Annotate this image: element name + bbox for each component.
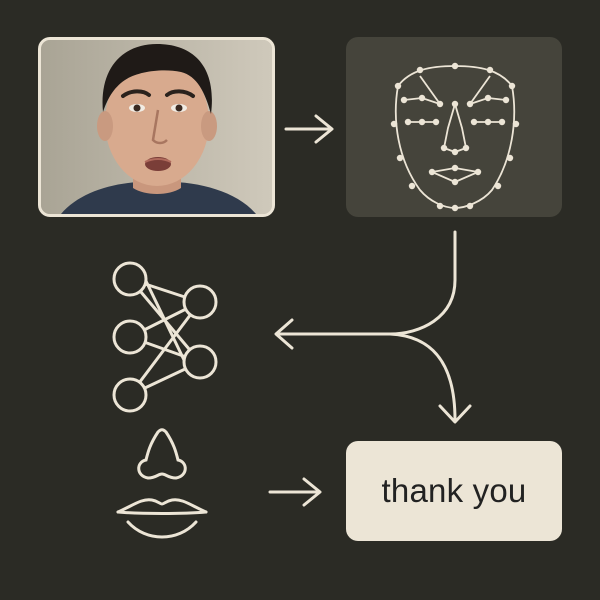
input-video-frame <box>38 37 275 217</box>
split-arrow <box>274 230 472 424</box>
output-text-box: thank you <box>346 441 562 541</box>
lips-icon <box>116 498 208 539</box>
nose-icon <box>137 428 187 480</box>
output-text: thank you <box>381 472 527 509</box>
arrow-features-to-output <box>268 477 322 507</box>
speaker-portrait <box>41 40 272 214</box>
arrow-frame-to-landmarks <box>284 114 334 144</box>
face-landmark-points <box>390 62 520 212</box>
neural-network-icon <box>112 261 218 413</box>
